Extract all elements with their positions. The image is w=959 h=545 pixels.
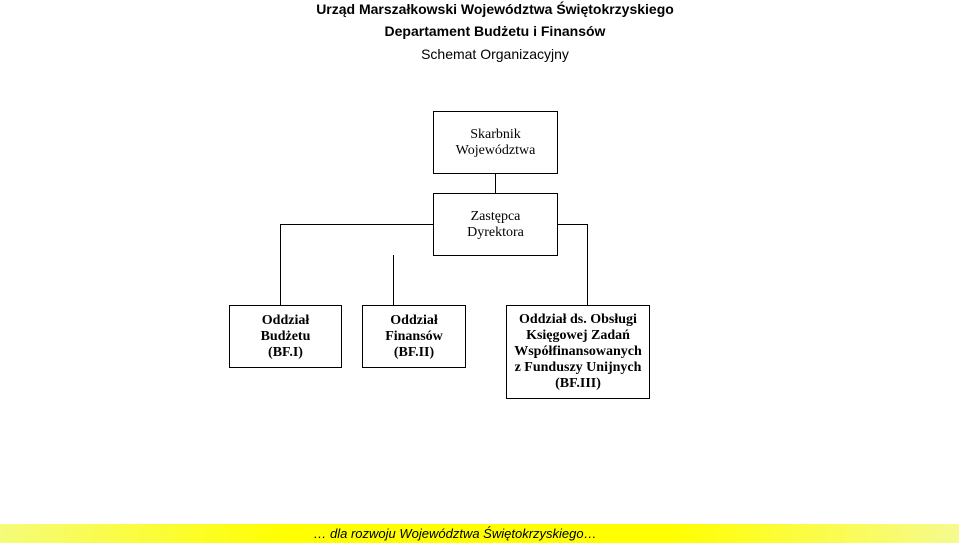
node-bf1-line-1: Oddział (261, 312, 310, 328)
node-zastepca-line-1: Zastępca (470, 208, 521, 224)
node-skarbnik-line-1: Skarbnik (470, 126, 521, 142)
node-bf1-line-3: (BF.I) (268, 344, 303, 360)
connector-to-bf1 (280, 224, 281, 306)
node-bf3-line-3: Współfinansowanych (514, 344, 642, 359)
node-bf2-line-3: (BF.II) (393, 344, 435, 360)
header-chart-title: Schemat Organizacyjny (421, 46, 569, 62)
node-bf3-line-2: Księgowej Zadań (526, 328, 630, 343)
connector-to-bf2 (393, 255, 394, 306)
header-department-name: Departament Budżetu i Finansów (384, 23, 606, 39)
connector-horizontal-right (557, 224, 588, 225)
connector-to-bf3 (587, 224, 588, 306)
node-oddzial-budzetu: Oddział Budżetu (BF.I) (229, 305, 342, 368)
node-bf3-line-5: (BF.III) (555, 376, 601, 391)
node-bf2-line-1: Oddział (390, 312, 438, 328)
node-bf2-line-2: Finansów (385, 328, 443, 344)
footer-band (0, 524, 959, 543)
node-bf3-line-4: z Funduszy Unijnych (514, 360, 642, 375)
footer-slogan: … dla rozwoju Województwa Świętokrzyskie… (313, 526, 597, 541)
node-skarbnik: Skarbnik Województwa (433, 111, 558, 174)
header-office-name: Urząd Marszałkowski Województwa Świętokr… (316, 1, 674, 17)
connector-horizontal-left (280, 224, 434, 225)
node-bf3-line-1: Oddział ds. Obsługi (519, 312, 637, 327)
node-oddzial-obslugi-ksiegowej: Oddział ds. Obsługi Księgowej Zadań Wspó… (506, 305, 650, 399)
connector-skarbnik-zastepca (495, 173, 496, 194)
node-skarbnik-line-2: Województwa (455, 142, 536, 158)
node-bf1-line-2: Budżetu (260, 328, 311, 344)
node-oddzial-finansow: Oddział Finansów (BF.II) (362, 305, 466, 368)
node-zastepca-dyrektora: Zastępca Dyrektora (433, 193, 558, 256)
node-zastepca-line-2: Dyrektora (467, 224, 524, 240)
